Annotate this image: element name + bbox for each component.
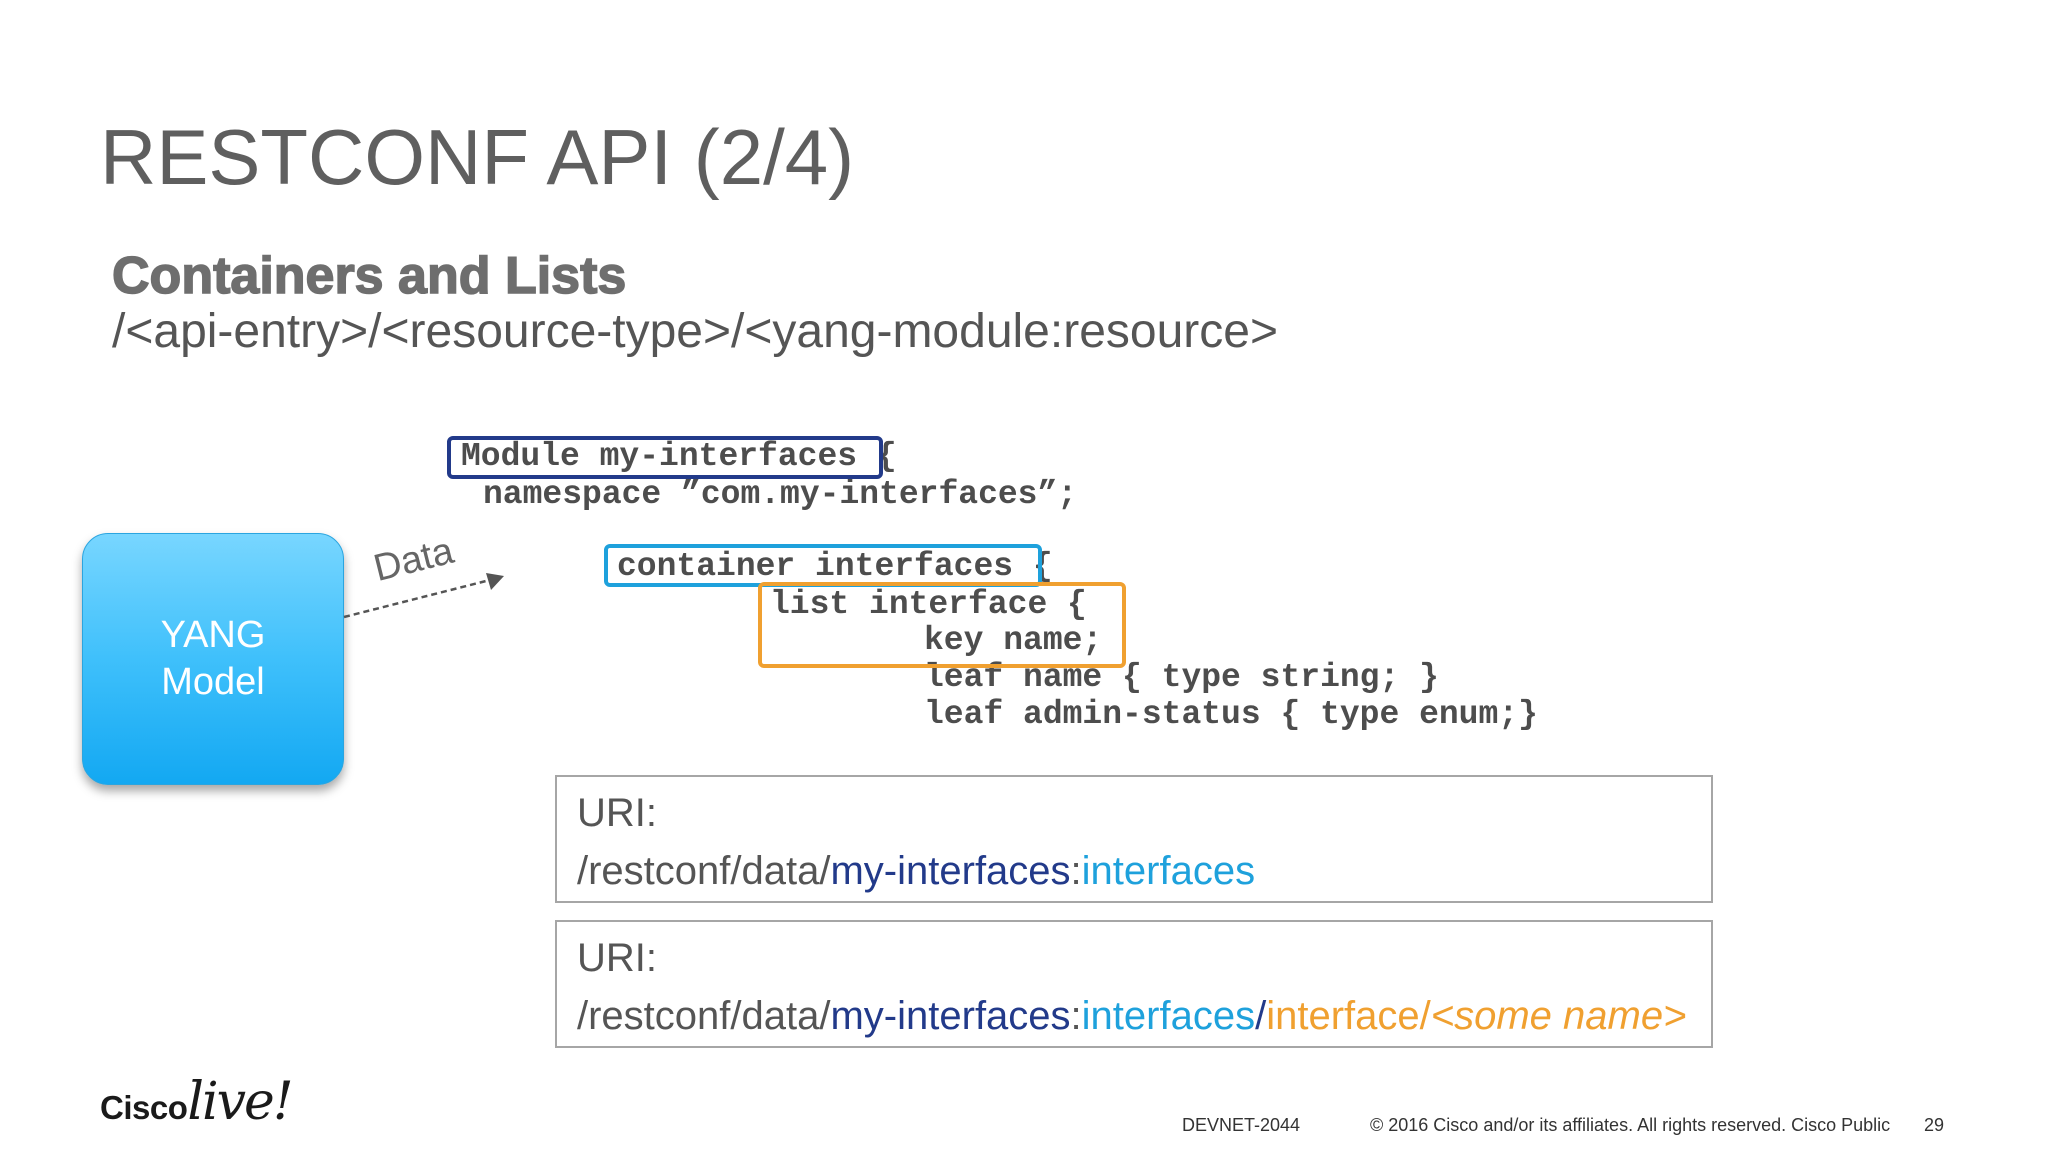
uri-list: interface/ [1266, 994, 1431, 1038]
uri-box-container: URI: /restconf/data/my-interfaces:interf… [555, 775, 1713, 903]
uri-key: <some name> [1430, 994, 1687, 1038]
code-leaf-status-line: leaf admin-status { type enum;} [924, 696, 1538, 733]
uri-path: /restconf/data/my-interfaces:interfaces/… [577, 994, 1686, 1039]
uri-module: my-interfaces [830, 994, 1071, 1038]
uri-path: /restconf/data/my-interfaces:interfaces [577, 849, 1255, 894]
container-keyword: container interfaces [617, 548, 1014, 585]
yang-model-box: YANG Model [82, 533, 344, 785]
uri-module: my-interfaces [830, 849, 1071, 893]
logo-cisco-text: Cisco [100, 1089, 188, 1126]
copyright-text: © 2016 Cisco and/or its affiliates. All … [1370, 1115, 1891, 1135]
logo-live-text: live! [187, 1072, 293, 1132]
uri-container: interfaces [1081, 849, 1256, 893]
slide-title: RESTCONF API (2/4) [100, 113, 855, 201]
data-arrow [343, 573, 504, 619]
uri-label: URI: [577, 936, 657, 980]
uri-container: interfaces [1081, 994, 1256, 1038]
module-keyword: Module my-interfaces [461, 438, 858, 475]
uri-prefix: /restconf/data/ [577, 994, 831, 1038]
code-key-line: key name; [924, 622, 1103, 659]
session-id: DEVNET-2044 [1182, 1115, 1301, 1135]
uri-label: URI: [577, 791, 657, 835]
cisco-live-logo: Ciscolive! [100, 1072, 294, 1132]
yang-label: YANG [160, 614, 266, 656]
uri-colon: : [1070, 849, 1082, 893]
module-highlight-box [447, 436, 883, 479]
uri-pattern: /<api-entry>/<resource-type>/<yang-modul… [112, 305, 1278, 358]
uri-slash: / [1255, 994, 1267, 1038]
uri-prefix: /restconf/data/ [577, 849, 831, 893]
container-brace: { [1013, 548, 1053, 585]
uri-box-list: URI: /restconf/data/my-interfaces:interf… [555, 920, 1713, 1048]
model-label: Model [161, 661, 265, 703]
code-namespace-line: namespace ”com.my-interfaces”; [483, 476, 1078, 513]
code-list-line: list interface { [770, 586, 1087, 623]
code-module-line: Module my-interfaces { [461, 440, 897, 473]
code-container-line: container interfaces { [617, 550, 1053, 583]
list-highlight-box [758, 582, 1126, 668]
uri-colon: : [1070, 994, 1082, 1038]
container-highlight-box [604, 544, 1042, 587]
page-number: 29 [1924, 1115, 1945, 1135]
slide-subtitle: Containers and Lists [111, 247, 627, 305]
